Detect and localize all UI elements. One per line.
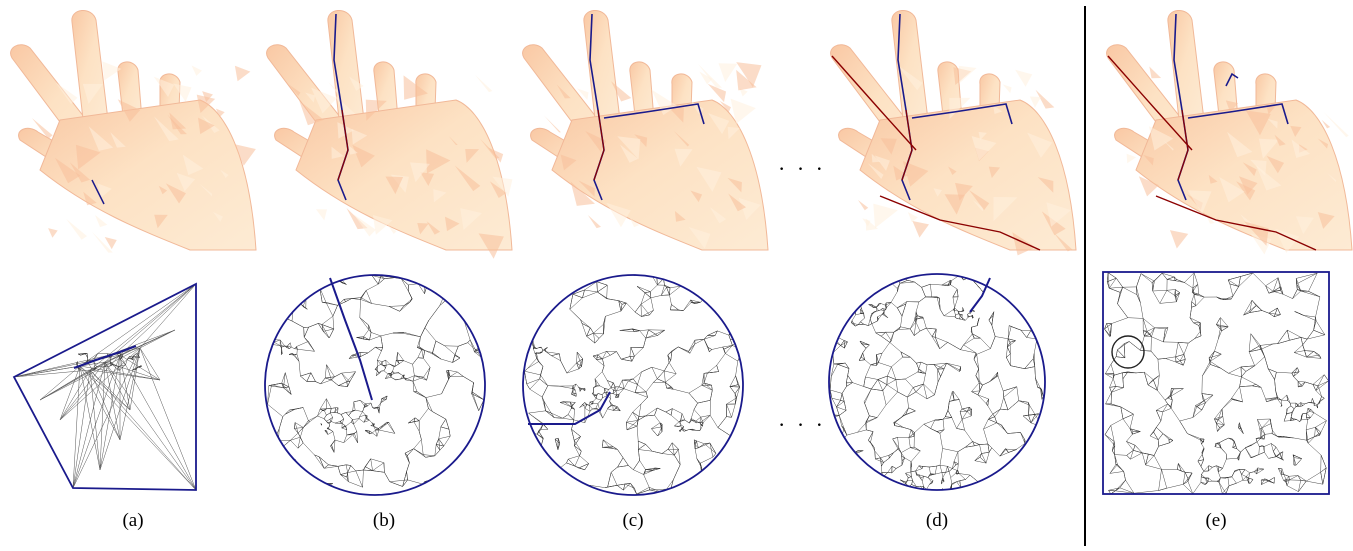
mesh-facet	[718, 63, 737, 82]
caption-b: (b)	[354, 510, 414, 532]
mesh-facet	[316, 209, 327, 220]
mesh-facet	[235, 66, 250, 81]
hand-model	[11, 10, 256, 252]
mesh-facet	[698, 64, 722, 88]
caption-a: (a)	[103, 510, 163, 532]
hand-part	[860, 100, 1076, 250]
mesh-facet	[1323, 112, 1348, 137]
mesh-panel-c	[523, 275, 743, 495]
mesh-edges	[525, 276, 744, 495]
mesh-edges	[829, 274, 1044, 494]
mesh-boundary	[1103, 272, 1329, 494]
mesh-facet	[908, 212, 918, 222]
hand-part	[552, 100, 768, 250]
mesh-facet	[95, 215, 107, 227]
mesh-panel-b	[265, 275, 485, 495]
mesh-edges	[1105, 273, 1329, 494]
hand-model	[267, 10, 513, 258]
mesh-boundary	[265, 275, 485, 495]
mesh-facet	[48, 228, 58, 238]
hand-part	[1136, 100, 1352, 250]
mesh-facet	[1003, 84, 1012, 93]
mesh-facet	[1030, 97, 1041, 108]
mesh-facet	[192, 65, 202, 75]
mesh-panel-d	[829, 274, 1045, 495]
ellipsis-bottom: · · ·	[778, 412, 826, 438]
mesh-facet	[475, 75, 492, 92]
mesh-facet	[959, 66, 977, 84]
caption-d: (d)	[907, 510, 967, 532]
ellipsis-top: · · ·	[778, 156, 826, 182]
cut-seam	[330, 278, 372, 400]
mesh-facet	[858, 200, 868, 210]
mesh-facet	[873, 204, 897, 228]
hand-part	[296, 100, 512, 250]
mesh-boundary	[829, 274, 1045, 490]
mesh-panel-e	[1103, 272, 1329, 494]
mesh-facet	[66, 219, 87, 240]
mesh-lines	[266, 275, 485, 494]
hand-model	[523, 10, 768, 250]
mesh-facet	[1170, 230, 1188, 248]
hand-model	[1107, 10, 1352, 254]
mesh-lines	[525, 276, 744, 495]
mesh-facet	[588, 215, 601, 228]
hand-model	[831, 10, 1076, 255]
mesh-edges	[266, 275, 485, 494]
mesh-lines	[1105, 273, 1329, 494]
mesh-facet	[1149, 66, 1161, 78]
mesh-facet	[1015, 70, 1032, 87]
caption-c: (c)	[603, 510, 663, 532]
mesh-facet	[912, 221, 929, 238]
mesh-facet	[1127, 154, 1137, 164]
mesh-lines	[829, 274, 1044, 494]
mesh-panel-a	[14, 284, 196, 490]
mesh-edges	[14, 284, 196, 490]
caption-e: (e)	[1186, 510, 1246, 532]
